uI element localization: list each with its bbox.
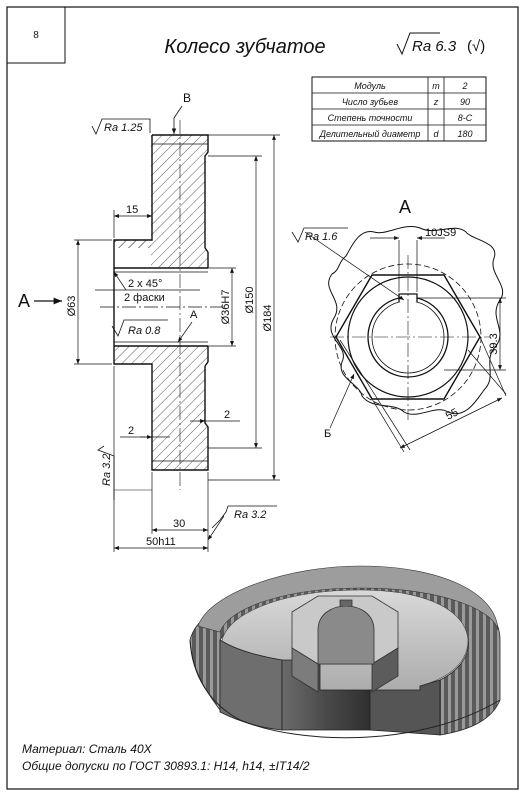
svg-text:Ra 0.8: Ra 0.8 [128, 325, 161, 337]
spec-value: 180 [457, 129, 472, 139]
dim-bore-dia [208, 267, 236, 347]
spec-value: 2 [461, 81, 467, 91]
spec-symbol: m [432, 81, 440, 91]
svg-text:Ø36H7: Ø36H7 [220, 290, 232, 325]
material-note: Материал: Сталь 40Х [22, 742, 153, 756]
svg-text:Ra 6.3: Ra 6.3 [412, 38, 457, 55]
roughness-ra-0-8: Ra 0.8 [111, 319, 168, 337]
spec-value: 8-C [458, 113, 473, 123]
tolerance-note: Общие допуски по ГОСТ 30893.1: H14, h14,… [22, 759, 310, 773]
general-roughness-symbol: Ra 6.3 (√) [396, 32, 485, 56]
dim-rim-chamfer-right: 2 [224, 409, 230, 421]
section-upper-hatch [114, 135, 208, 268]
front-view: A 10JS9 Ra 1.6 [291, 197, 507, 453]
spec-label: Делительный диаметр [319, 129, 421, 139]
number-box [6, 6, 66, 64]
marker-b: Б [324, 428, 331, 440]
dim-height: 39.3 [488, 333, 500, 354]
spec-label: Число зубьев [342, 97, 399, 107]
spec-symbol: d [433, 129, 439, 139]
view-title-a: A [399, 197, 411, 217]
svg-text:Ra 1.6: Ra 1.6 [305, 231, 338, 243]
bore-marker: A [190, 309, 198, 321]
roughness-ra-1-6: Ra 1.6 [291, 227, 405, 301]
svg-text:Ra 3.2: Ra 3.2 [234, 509, 266, 521]
chamfer-line2: 2 фаски [124, 292, 165, 304]
dim-hub-width [113, 210, 153, 238]
dim-rim-chamfer-left: 2 [128, 425, 134, 437]
dim-keyway: 10JS9 [425, 227, 456, 239]
roughness-ra-3-2-left: Ra 3.2 [97, 445, 152, 500]
dim-total-width: 50h11 [146, 536, 176, 548]
gear-3d-render [189, 565, 501, 739]
spec-label: Степень точности [328, 113, 413, 123]
svg-text:15: 15 [126, 204, 138, 216]
drawing-title: Колесо зубчатое [164, 36, 325, 58]
svg-text:Ø184: Ø184 [262, 305, 274, 332]
svg-text:Ra 1.25: Ra 1.25 [104, 122, 143, 134]
spec-value: 90 [460, 97, 470, 107]
dim-rim-width: 30 [173, 518, 185, 530]
svg-text:Ra 3.2: Ra 3.2 [101, 454, 113, 486]
section-label-left: A [18, 291, 30, 311]
chamfer-line1: 2 x 45° [128, 278, 162, 290]
dim-outer-dia [208, 134, 280, 481]
sheet-number: 8 [33, 30, 39, 41]
svg-text:Ø63: Ø63 [66, 296, 78, 317]
break-outline [328, 226, 503, 415]
sheet-border [6, 6, 519, 790]
spec-symbol: z [433, 97, 439, 107]
section-lower-hatch [114, 346, 208, 470]
dim-hub-dia [74, 239, 112, 365]
section-view: A В Ra 1.25 15 Ø63 2 x 45° 2 фаски [18, 91, 280, 552]
roughness-ra-3-2-bottom: Ra 3.2 [207, 505, 277, 541]
svg-text:(√): (√) [467, 38, 485, 55]
spec-label: Модуль [354, 81, 386, 91]
dim-across-flats: 55 [444, 406, 460, 422]
roughness-ra-1-25: Ra 1.25 [91, 118, 151, 135]
dim-recess-dia [208, 155, 262, 449]
svg-text:Ø150: Ø150 [244, 287, 256, 314]
arrow-label-v: В [183, 91, 191, 105]
